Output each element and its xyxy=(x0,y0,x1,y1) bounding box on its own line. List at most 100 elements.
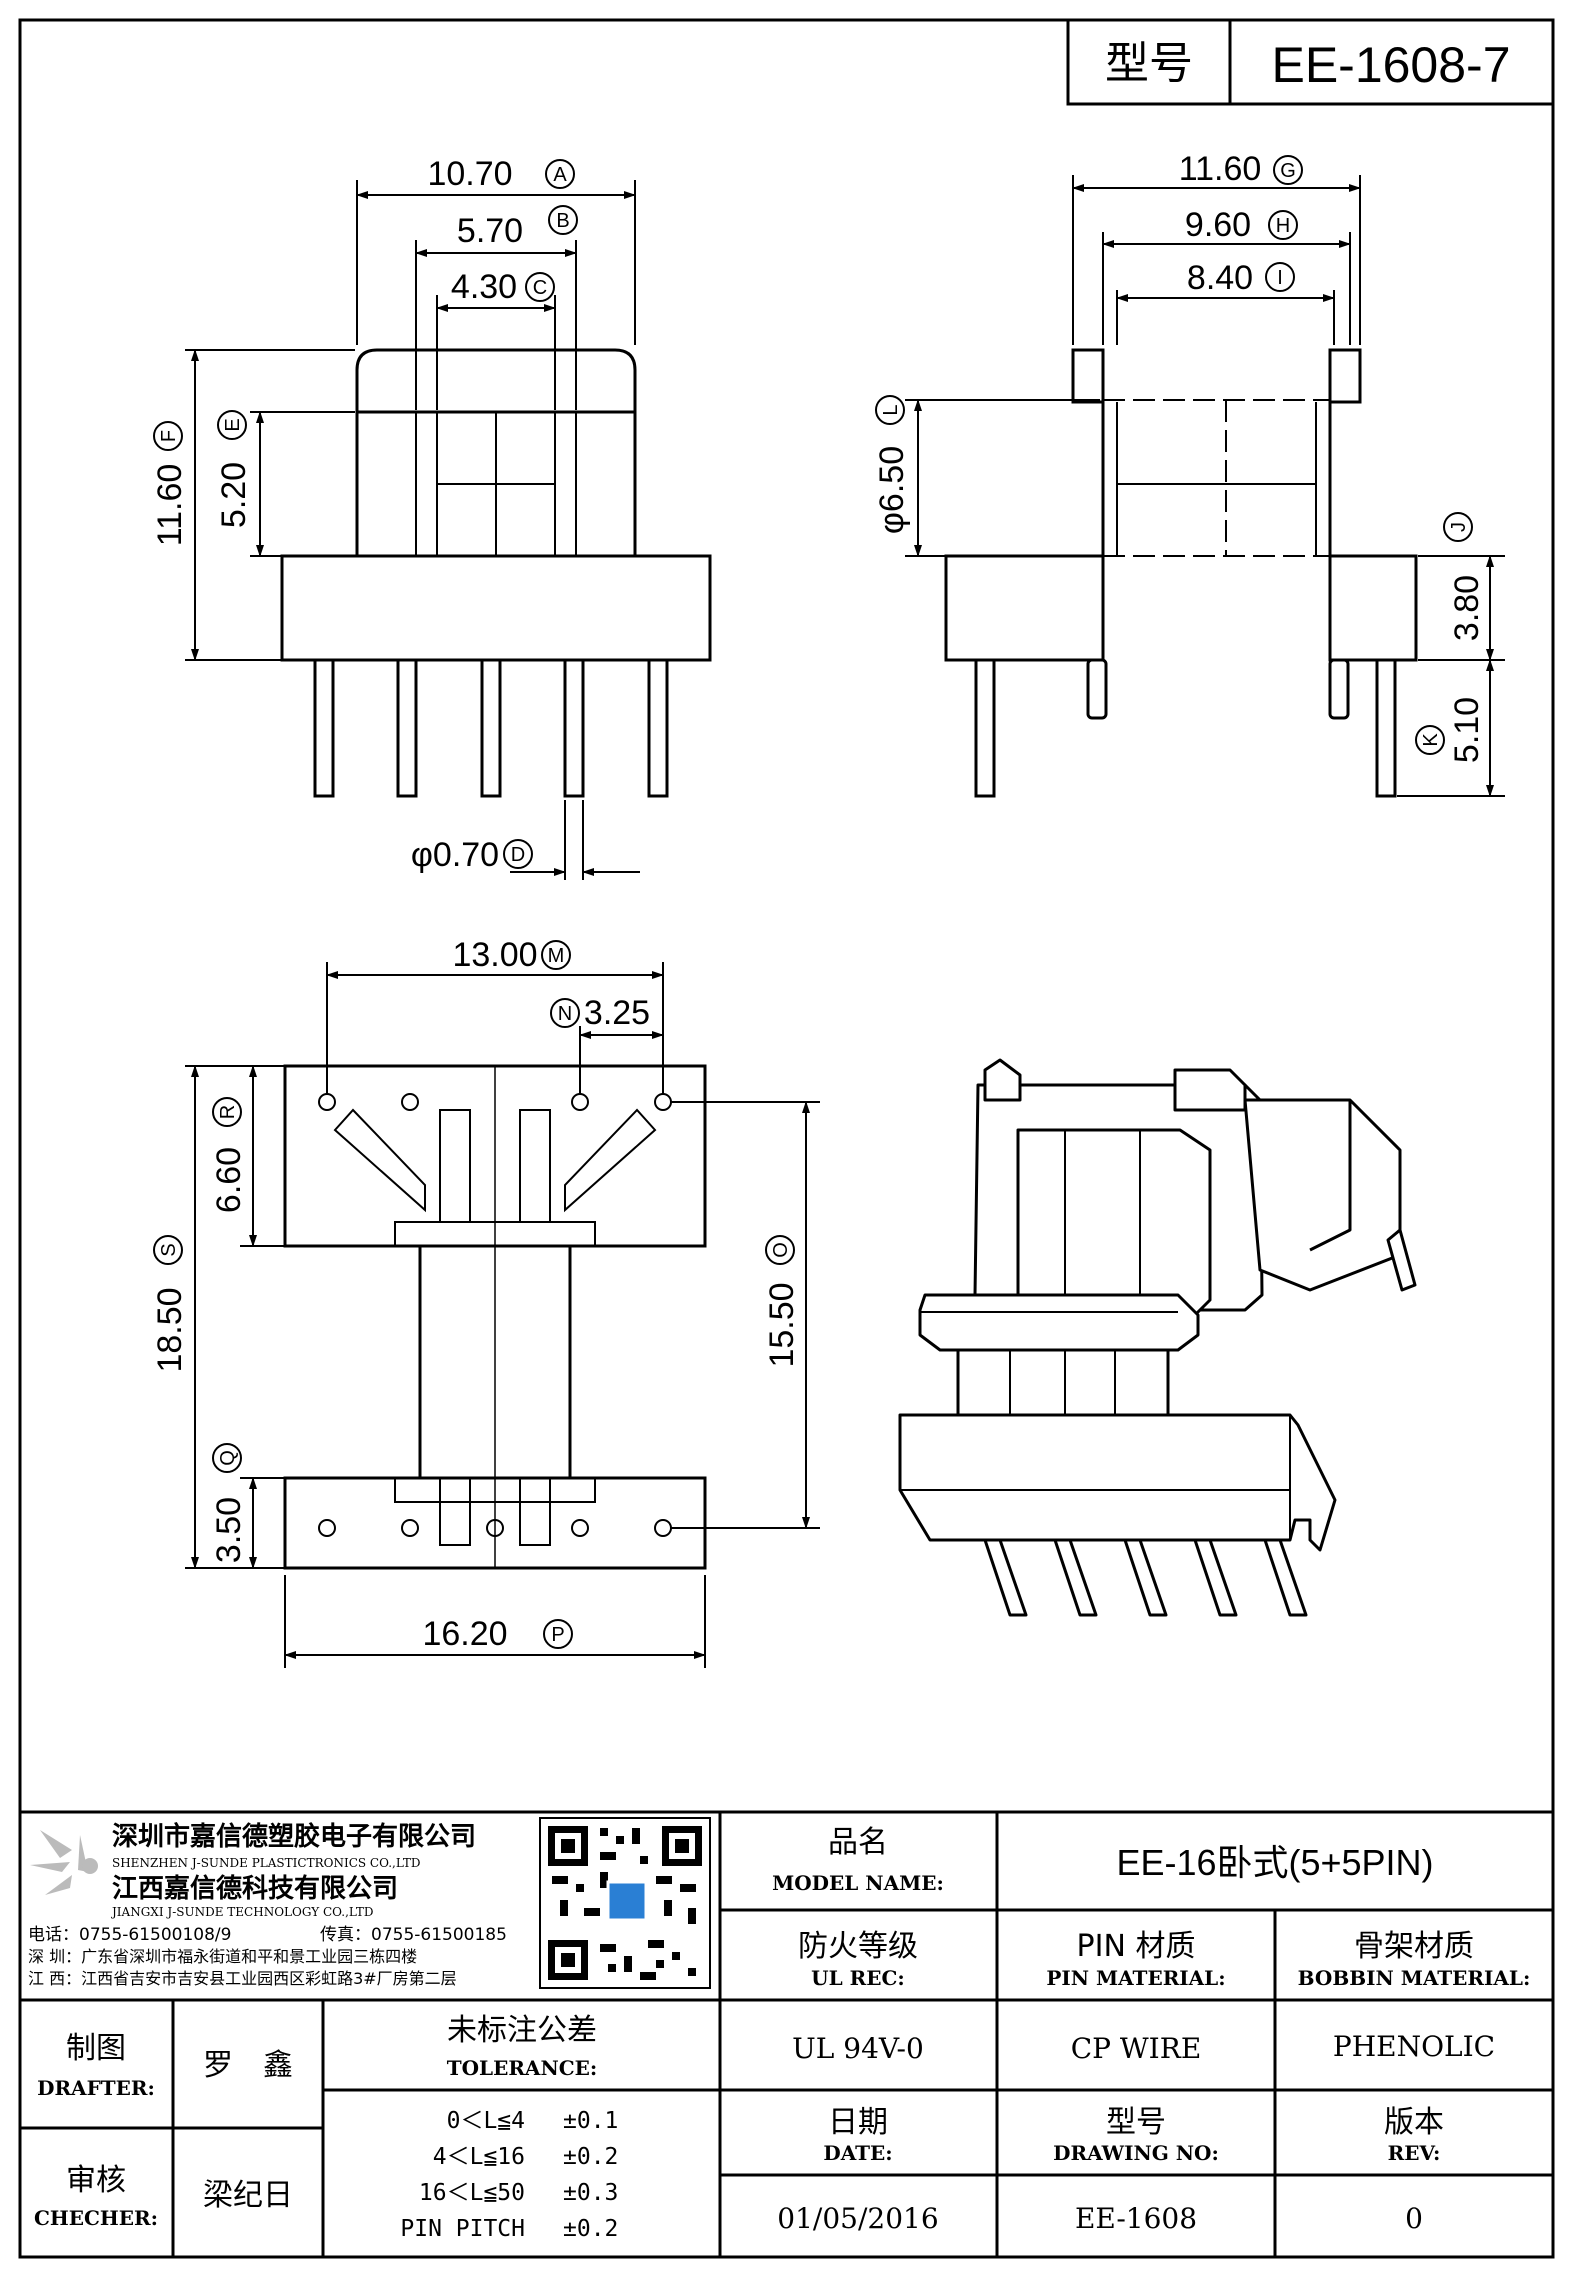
dim-g-tag: G xyxy=(1280,160,1296,182)
company-addr-sz: 深 圳：广东省深圳市福永街道和平和景工业园三栋四楼 xyxy=(28,1947,417,1966)
checker-name: 梁纪日 xyxy=(203,2178,293,2213)
dim-j-value: 3.80 xyxy=(1448,575,1486,641)
dim-f-value: 11.60 xyxy=(151,464,189,547)
side-dimension-labels: 11.60 G 9.60 H 8.40 I φ6.50 L J 3.80 K 5… xyxy=(873,150,1486,763)
dim-a-tag: A xyxy=(553,164,567,186)
model-name-cn: 品名 xyxy=(828,1825,888,1860)
dim-n-value: 3.25 xyxy=(584,994,650,1032)
dim-h-value: 9.60 xyxy=(1185,206,1251,244)
company-name-sz: 深圳市嘉信德塑胶电子有限公司 xyxy=(112,1821,476,1852)
header-part-number: EE-1608-7 xyxy=(1271,37,1510,93)
company-block: 深圳市嘉信德塑胶电子有限公司 SHENZHEN J-SUNDE PLASTICT… xyxy=(28,1817,711,1989)
side-dimensions xyxy=(905,175,1505,797)
dim-d-tag: D xyxy=(511,844,525,866)
pin-material-en: PIN MATERIAL: xyxy=(1046,1966,1225,1990)
tolerance-table: 0＜L≦4 ±0.1 4＜L≦16 ±0.2 16＜L≦50 ±0.3 PIN … xyxy=(400,2108,618,2242)
isometric-view xyxy=(898,1058,1417,1617)
date-value: 01/05/2016 xyxy=(777,2202,938,2235)
rev-cn: 版本 xyxy=(1384,2105,1444,2140)
model-name-value: EE-16卧式(5+5PIN) xyxy=(1116,1842,1433,1883)
dim-a-value: 10.70 xyxy=(427,155,512,193)
qr-code xyxy=(539,1817,711,1989)
dim-i-tag: I xyxy=(1277,267,1283,289)
drawing-no-cn: 型号 xyxy=(1106,2105,1166,2140)
drawing-no-value: EE-1608 xyxy=(1075,2202,1197,2235)
dim-c-value: 4.30 xyxy=(451,268,517,306)
front-dimensions xyxy=(185,180,640,880)
company-name-sz-en: SHENZHEN J-SUNDE PLASTICTRONICS CO.,LTD xyxy=(112,1856,420,1870)
bobbin-material-cn: 骨架材质 xyxy=(1354,1929,1474,1964)
dim-d-value: φ0.70 xyxy=(411,836,499,874)
tolerance-range: PIN PITCH xyxy=(400,2216,525,2242)
sheet-border xyxy=(18,18,1555,2259)
dim-b-value: 5.70 xyxy=(457,212,523,250)
dim-s-tag: S xyxy=(158,1243,180,1256)
tolerance-range: 4＜L≦16 xyxy=(433,2144,525,2170)
pin-material-value: CP WIRE xyxy=(1071,2032,1202,2065)
drafter-name: 罗 鑫 xyxy=(203,2048,293,2083)
tolerance-range: 16＜L≦50 xyxy=(419,2180,525,2206)
rev-en: REV: xyxy=(1388,2141,1441,2165)
tolerance-value: ±0.2 xyxy=(563,2216,618,2242)
checker-en: CHECHER: xyxy=(34,2206,158,2230)
header-type-label: 型号 xyxy=(1105,38,1193,89)
front-view xyxy=(280,348,712,798)
ul-en: UL REC: xyxy=(811,1966,905,1990)
dim-l-tag: L xyxy=(880,404,902,415)
side-view xyxy=(944,348,1418,798)
dim-e-tag: E xyxy=(222,418,244,431)
dim-p-value: 16.20 xyxy=(422,1615,507,1653)
model-name-en: MODEL NAME: xyxy=(772,1871,944,1895)
dim-f-tag: F xyxy=(158,430,180,442)
pin-material-cn: PIN 材质 xyxy=(1077,1929,1196,1964)
front-dimension-labels: 10.70 A 5.70 B 4.30 C φ0.70 D 5.20 E 11.… xyxy=(151,155,578,874)
dim-m-tag: M xyxy=(548,945,565,967)
bobbin-material-value: PHENOLIC xyxy=(1333,2030,1495,2063)
header-box: 型号 EE-1608-7 xyxy=(1066,18,1555,106)
checker-cn: 审核 xyxy=(66,2163,126,2198)
title-block xyxy=(20,1810,1553,2257)
tolerance-en: TOLERANCE: xyxy=(447,2056,598,2080)
company-addr-jx: 江 西：江西省吉安市吉安县工业园西区彩虹路3#厂房第二层 xyxy=(28,1969,457,1988)
date-cn: 日期 xyxy=(828,2105,888,2140)
company-logo xyxy=(30,1830,98,1895)
bobbin-material-en: BOBBIN MATERIAL: xyxy=(1298,1966,1531,1990)
dim-o-tag: O xyxy=(770,1242,792,1258)
tolerance-cn: 未标注公差 xyxy=(447,2013,597,2048)
ul-value: UL 94V-0 xyxy=(792,2032,924,2065)
dim-r-tag: R xyxy=(217,1105,239,1119)
title-block-text: 品名 MODEL NAME: EE-16卧式(5+5PIN) 防火等级 UL R… xyxy=(34,1825,1530,2235)
rev-value: 0 xyxy=(1405,2202,1423,2235)
tolerance-range: 0＜L≦4 xyxy=(447,2108,525,2134)
date-en: DATE: xyxy=(823,2141,892,2165)
dim-l-value: φ6.50 xyxy=(873,446,911,534)
dim-j-tag: J xyxy=(1448,522,1470,532)
tolerance-value: ±0.1 xyxy=(563,2108,618,2134)
bottom-view xyxy=(283,1064,707,1570)
dim-p-tag: P xyxy=(551,1624,564,1646)
tolerance-value: ±0.3 xyxy=(563,2180,618,2206)
dim-c-tag: C xyxy=(533,277,547,299)
bottom-dimensions xyxy=(185,962,820,1668)
drawing-no-en: DRAWING NO: xyxy=(1053,2141,1219,2165)
dim-m-value: 13.00 xyxy=(452,936,537,974)
dim-e-value: 5.20 xyxy=(215,462,253,528)
company-name-jx-en: JIANGXI J-SUNDE TECHNOLOGY CO.,LTD xyxy=(110,1905,374,1919)
company-tel: 电话：0755-61500108/9 xyxy=(28,1925,231,1945)
bottom-dimension-labels: 13.00 M N 3.25 15.50 O 16.20 P 6.60 R 18… xyxy=(151,936,801,1653)
dim-h-tag: H xyxy=(1276,215,1290,237)
dim-b-tag: B xyxy=(556,210,569,232)
dim-q-value: 3.50 xyxy=(210,1497,248,1563)
dim-g-value: 11.60 xyxy=(1179,150,1262,188)
drafter-en: DRAFTER: xyxy=(37,2076,155,2100)
dim-i-value: 8.40 xyxy=(1187,259,1253,297)
dim-n-tag: N xyxy=(558,1003,572,1025)
drafter-cn: 制图 xyxy=(66,2031,126,2066)
ul-cn: 防火等级 xyxy=(798,1929,918,1964)
dim-q-tag: Q xyxy=(217,1450,239,1466)
dim-k-tag: K xyxy=(1420,733,1442,747)
company-name-jx: 江西嘉信德科技有限公司 xyxy=(112,1874,398,1904)
dim-r-value: 6.60 xyxy=(210,1147,248,1213)
tolerance-value: ±0.2 xyxy=(563,2144,618,2170)
